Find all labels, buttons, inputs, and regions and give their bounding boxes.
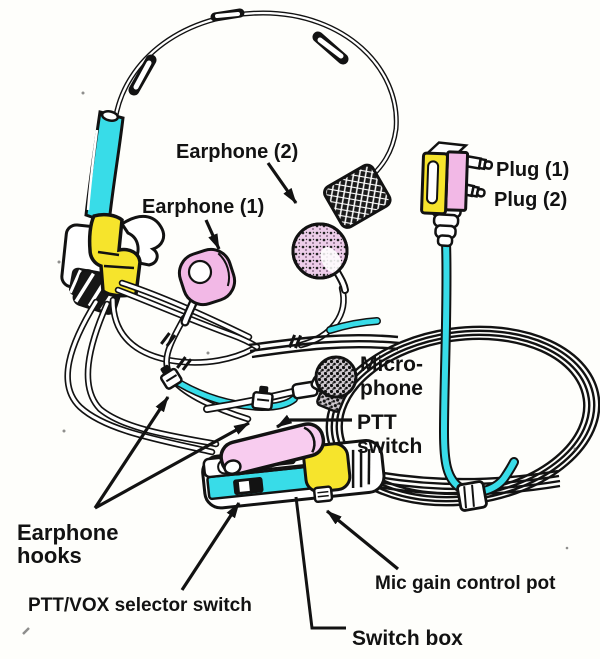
headband <box>112 8 399 229</box>
earphone-2 <box>291 222 349 294</box>
arrow-ptt-vox <box>180 502 241 591</box>
clamp-wing <box>119 215 166 267</box>
labels: Earphone (2) Earphone (1) Plug (1) Plug … <box>17 141 569 650</box>
ptt-vox-selector <box>233 477 264 495</box>
arrow-ptt-switch <box>276 414 352 429</box>
label-ptt-switch-line2: switch <box>357 435 422 458</box>
label-earphone-1: Earphone (1) <box>142 196 264 218</box>
microphone-boom <box>207 355 358 413</box>
cable-tie <box>456 480 488 512</box>
plug-body <box>420 141 470 216</box>
label-earphone-hooks-line1: Earphone <box>17 520 118 545</box>
label-plug-1: Plug (1) <box>496 159 569 181</box>
earphone-1 <box>177 247 237 327</box>
plug <box>420 141 494 248</box>
label-microphone-line1: Micro- <box>360 353 423 376</box>
label-ptt-switch-line1: PTT <box>357 411 397 434</box>
label-plug-2: Plug (2) <box>494 189 567 211</box>
label-ptt-vox-selector: PTT/VOX selector switch <box>28 595 252 616</box>
label-mic-gain-pot: Mic gain control pot <box>375 573 556 594</box>
ptt-lever <box>219 422 326 476</box>
arrow-earphone-2 <box>266 162 298 204</box>
label-earphone-2: Earphone (2) <box>176 141 298 163</box>
arrow-earphone-hook-2 <box>94 421 250 510</box>
arrow-mic-gain <box>325 509 400 571</box>
leader-switch-box <box>294 496 346 630</box>
label-earphone-hooks-line2: hooks <box>17 543 82 568</box>
headband-sleeve <box>128 8 349 96</box>
mic-gain-pot <box>312 485 334 504</box>
microphone <box>314 355 358 413</box>
head-pad <box>323 163 392 229</box>
cord-stop <box>160 332 302 371</box>
leader-arrows <box>93 162 400 630</box>
label-switch-box: Switch box <box>352 627 463 650</box>
arrow-earphone-hook-1 <box>93 396 170 509</box>
earphone-hook-2 <box>251 385 274 411</box>
label-microphone-line2: phone <box>360 377 423 400</box>
plug-cord <box>444 242 514 492</box>
scan-specks <box>22 91 577 635</box>
earphone-hook-1 <box>160 364 183 390</box>
plug-pin-1 <box>462 154 494 171</box>
arrow-earphone-1 <box>204 219 221 250</box>
